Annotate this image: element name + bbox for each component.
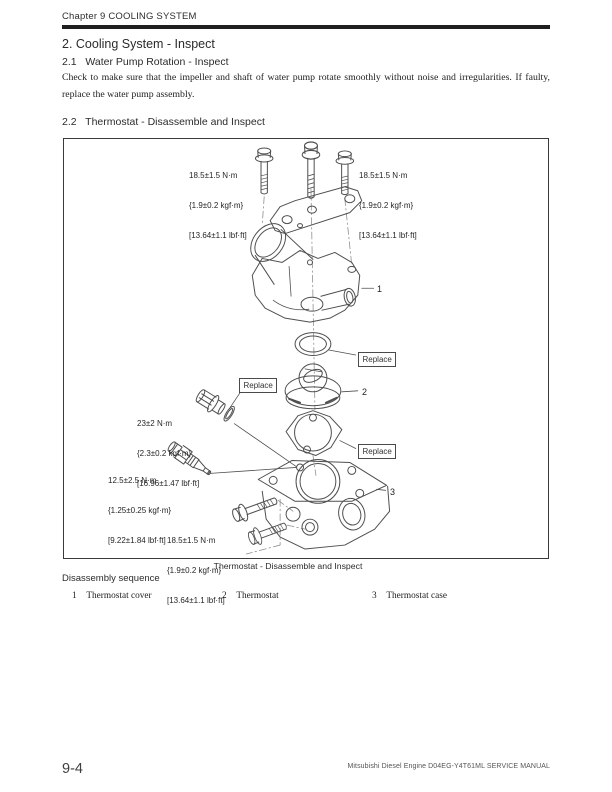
torque-value-line: 18.5±1.5 N·m (167, 536, 216, 545)
item-label: Thermostat case (386, 591, 447, 601)
bracket-stay (269, 186, 363, 235)
callout-3-thermostat-case: 3 (390, 487, 396, 497)
cover-o-ring (294, 332, 332, 356)
footer-manual-title: Mitsubishi Diesel Engine D04EG-Y4T61ML S… (347, 763, 550, 770)
item-number: 2 (222, 591, 227, 601)
subsection-thermostat-title: 2.2 Thermostat - Disassemble and Inspect (62, 116, 265, 128)
header-rule (62, 25, 550, 29)
thermostat-cover-part (250, 223, 361, 323)
disassembly-item-thermostat: 2 Thermostat (222, 591, 279, 601)
plug-part (195, 389, 235, 422)
callout-2-thermostat: 2 (362, 387, 368, 397)
disassembly-item-thermostat-cover: 1 Thermostat cover (72, 591, 152, 601)
water-pump-body-text: Check to make sure that the impeller and… (62, 72, 550, 100)
replace-tag-cover-o-ring: Replace (358, 352, 397, 367)
footer-page-number: 9-4 (62, 761, 83, 777)
item-label: Thermostat cover (86, 591, 152, 601)
torque-value-line: [13.64±1.1 lbf·ft] (359, 231, 417, 240)
exploded-view-line-art (167, 141, 391, 555)
disassembly-sequence-title: Disassembly sequence (62, 573, 160, 584)
item-label: Thermostat (236, 591, 279, 601)
case-bolt-upper (229, 491, 281, 525)
torque-value-line: 18.5±1.5 N·m (189, 171, 238, 180)
torque-value-line: 12.5±2.5 N·m (108, 476, 157, 485)
replace-tag-gasket: Replace (358, 444, 397, 459)
replace-tag-plug-o-ring: Replace (239, 378, 278, 393)
torque-value-line: 23±2 N·m (137, 419, 173, 428)
torque-value-line: 18.5±1.5 N·m (359, 171, 408, 180)
torque-value-line: [16.96±1.47 lbf·ft] (137, 479, 200, 488)
cover-bolt-left (254, 147, 274, 195)
torque-value-line: [13.64±1.1 lbf·ft] (189, 231, 247, 240)
torque-value-line: {1.25±0.25 kgf·m} (108, 506, 172, 515)
case-bolt-lower (245, 516, 290, 548)
item-number: 3 (372, 591, 377, 601)
thermostat-part (284, 363, 342, 410)
torque-value-line: {1.9±0.2 kgf·m} (359, 201, 414, 210)
leader-lines (210, 287, 387, 491)
case-gasket (285, 410, 343, 456)
figure-caption: Thermostat - Disassemble and Inspect (213, 561, 363, 571)
figure-thermostat-exploded-view: 18.5±1.5 N·m {1.9±0.2 kgf·m} [13.64±1.1 … (63, 138, 549, 605)
callout-1-thermostat-cover: 1 (377, 284, 383, 294)
torque-label-plug: 23±2 N·m {2.3±0.2 kgf·m} [16.96±1.47 lbf… (137, 399, 199, 509)
torque-value-line: [9.22±1.84 lbf·ft] (108, 536, 166, 545)
torque-value-line: [13.64±1.1 lbf·ft] (167, 596, 225, 605)
torque-label-cover-bolts-right: 18.5±1.5 N·m {1.9±0.2 kgf·m} [13.64±1.1 … (359, 151, 417, 261)
thermostat-case-part (257, 458, 391, 550)
chapter-header: Chapter 9 COOLING SYSTEM (62, 11, 197, 22)
torque-value-line: {2.3±0.2 kgf·m} (137, 449, 192, 458)
item-number: 1 (72, 591, 77, 601)
torque-label-case-bolts: 18.5±1.5 N·m {1.9±0.2 kgf·m} [13.64±1.1 … (167, 516, 225, 626)
torque-value-line: {1.9±0.2 kgf·m} (189, 201, 244, 210)
section-title: 2. Cooling System - Inspect (62, 37, 215, 51)
torque-label-water-temp-sensor: 12.5±2.5 N·m {1.25±0.25 kgf·m} [9.22±1.8… (108, 456, 171, 566)
torque-label-cover-bolts-left: 18.5±1.5 N·m {1.9±0.2 kgf·m} [13.64±1.1 … (189, 151, 247, 261)
subsection-water-pump-title: 2.1 Water Pump Rotation - Inspect (62, 56, 229, 68)
torque-value-line: {1.9±0.2 kgf·m} (167, 566, 222, 575)
water-temp-sensor-part (167, 441, 212, 476)
disassembly-item-thermostat-case: 3 Thermostat case (372, 591, 447, 601)
center-lines (245, 188, 353, 555)
